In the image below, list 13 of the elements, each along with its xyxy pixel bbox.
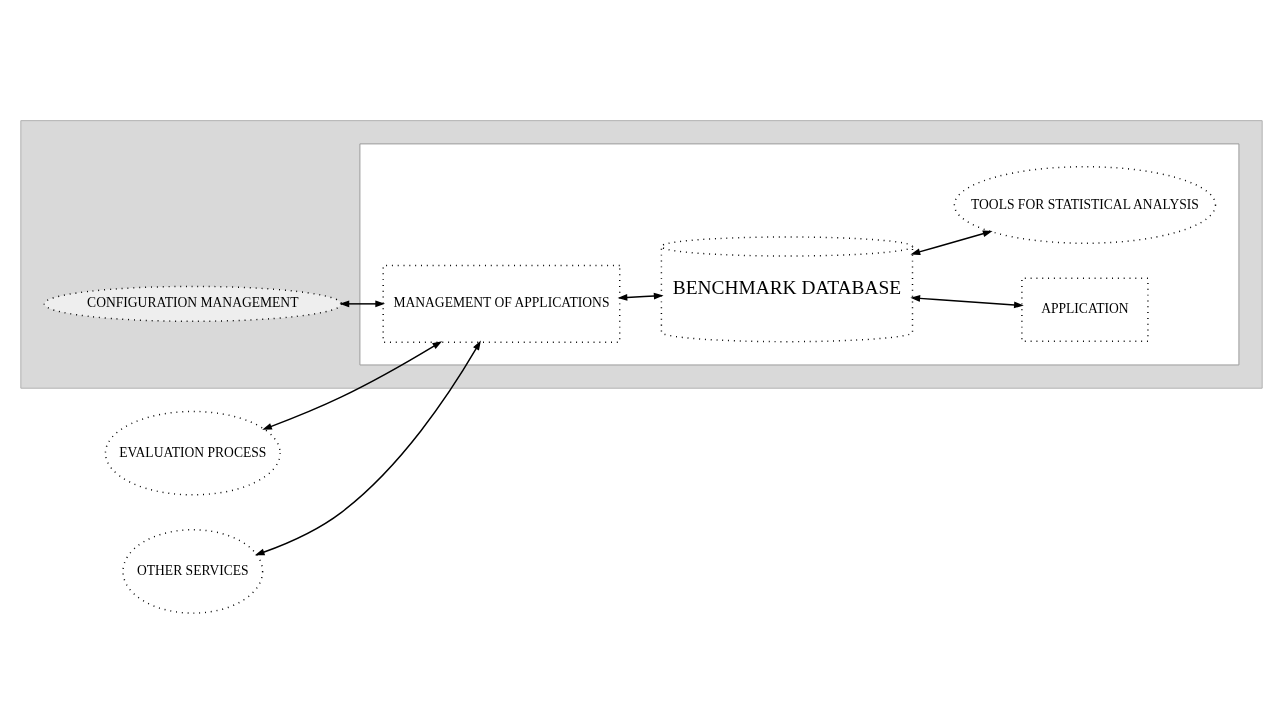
arrow [910,229,993,255]
node-box: APPLICATION [1021,276,1149,342]
arrow [254,339,481,555]
node-box: MANAGEMENT OF APPLICATIONS [382,264,621,343]
cluster [359,142,1240,365]
node-ellipse: CONFIGURATION MANAGEMENT [43,285,343,322]
node-ellipse: EVALUATION PROCESS [104,410,281,496]
arrow [617,292,664,301]
node-ellipse: TOOLS FOR STATISTICAL ANALYSIS [953,165,1217,244]
arrow [339,299,385,307]
cluster [20,119,1263,389]
arrow [262,340,443,430]
arrow [910,294,1024,308]
